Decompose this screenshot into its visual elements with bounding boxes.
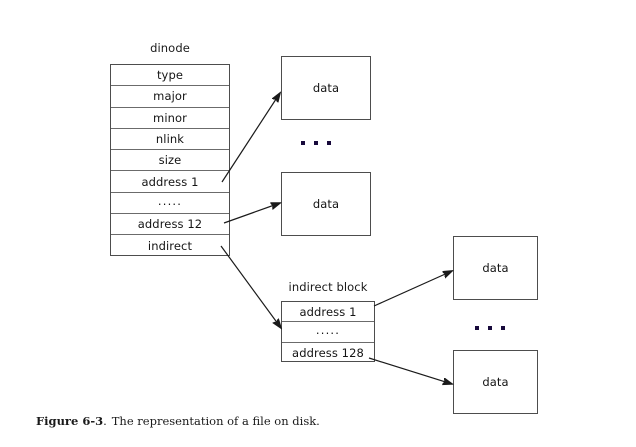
indirect-block-label: indirect block — [288, 280, 368, 294]
data-block-direct-12: data — [281, 172, 371, 236]
arrow-indirect-address-1-to-data — [373, 271, 452, 307]
dinode-row-address-1: address 1 — [111, 171, 229, 193]
data-block-direct-1: data — [281, 56, 371, 120]
indirect-row-address-1: address 1 — [282, 302, 374, 323]
indirect-row-ellipsis: ..... — [282, 322, 374, 343]
dinode-row-type: type — [111, 65, 229, 87]
ellipsis-dot — [501, 326, 505, 330]
dinode-row-minor: minor — [111, 108, 229, 129]
ellipsis-dot — [327, 141, 331, 145]
arrow-address-12-to-data — [223, 203, 280, 224]
figure-caption-separator: . — [103, 414, 107, 428]
dinode-row-major: major — [111, 86, 229, 108]
figure-caption-text: The representation of a file on disk. — [111, 414, 320, 428]
direct-blocks-ellipsis — [301, 141, 331, 145]
data-block-indirect-128: data — [453, 350, 538, 414]
ellipsis-dot — [301, 141, 305, 145]
arrow-indirect-address-128-to-data — [368, 357, 452, 384]
figure-caption: Figure 6-3. The representation of a file … — [36, 414, 320, 428]
ellipsis-dot — [314, 141, 318, 145]
arrow-address-1-to-data — [221, 93, 280, 183]
dinode-row-address-12: address 12 — [111, 214, 229, 236]
indirect-row-address-128: address 128 — [292, 345, 364, 360]
figure-caption-label: Figure 6-3 — [36, 414, 104, 428]
data-block-indirect-1: data — [453, 236, 538, 300]
dinode-struct: type major minor nlink size address 1 ..… — [110, 64, 230, 256]
ellipsis-dot — [475, 326, 479, 330]
ellipsis-dot — [488, 326, 492, 330]
dinode-row-nlink: nlink — [111, 129, 229, 151]
indirect-blocks-ellipsis — [475, 326, 505, 330]
dinode-row-indirect: indirect — [147, 239, 193, 254]
arrow-indirect-to-indirect-block — [220, 245, 281, 328]
dinode-row-ellipsis: ..... — [111, 193, 229, 215]
dinode-label: dinode — [150, 41, 190, 55]
indirect-block-struct: address 1 ..... address 128 — [281, 301, 375, 362]
dinode-row-size: size — [111, 150, 229, 172]
